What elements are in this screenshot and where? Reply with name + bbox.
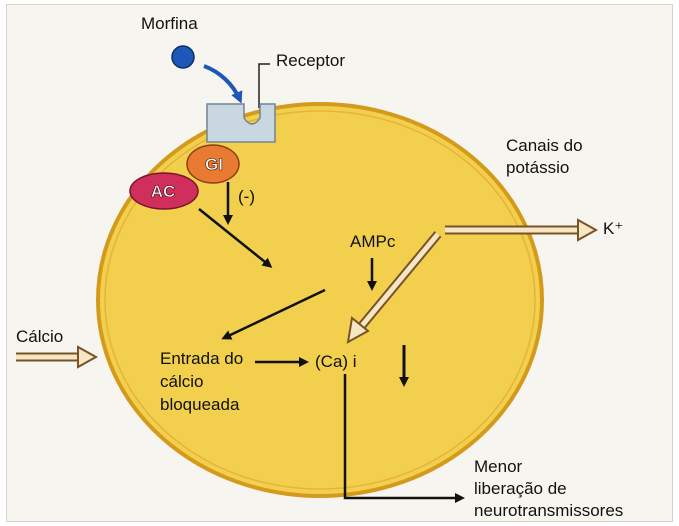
- calcium-blocked-label-line2: cálcio: [160, 372, 203, 392]
- receptor-protein: [207, 104, 275, 142]
- reduced-release-label-line3: neurotransmissores: [474, 501, 623, 521]
- gi-label: GI: [205, 155, 223, 174]
- morphine-label: Morfina: [141, 14, 198, 34]
- camp-label: AMPc: [350, 232, 395, 252]
- potassium-ion-label: K⁺: [603, 219, 623, 239]
- receptor-pointer: [259, 64, 270, 108]
- calcium-blocked-label-line3: bloqueada: [160, 395, 239, 415]
- potassium-channels-label-line1: Canais do: [506, 136, 583, 156]
- inhibition-label: (-): [238, 187, 255, 207]
- intracellular-calcium-label: (Ca) i: [315, 352, 357, 372]
- morphine-molecule: [172, 46, 194, 68]
- calcium-blocked-label-line1: Entrada do: [160, 349, 243, 369]
- reduced-release-label-line2: liberação de: [474, 479, 567, 499]
- reduced-release-label-line1: Menor: [474, 457, 522, 477]
- ac-label: AC: [151, 182, 176, 201]
- morphine-binding-arrow: [204, 66, 240, 100]
- potassium-channels-label-line2: potássio: [506, 158, 569, 178]
- calcium-influx-arrow: [16, 347, 96, 367]
- neuron-cell: [98, 104, 542, 496]
- receptor-label: Receptor: [276, 51, 345, 71]
- calcium-label: Cálcio: [16, 327, 63, 347]
